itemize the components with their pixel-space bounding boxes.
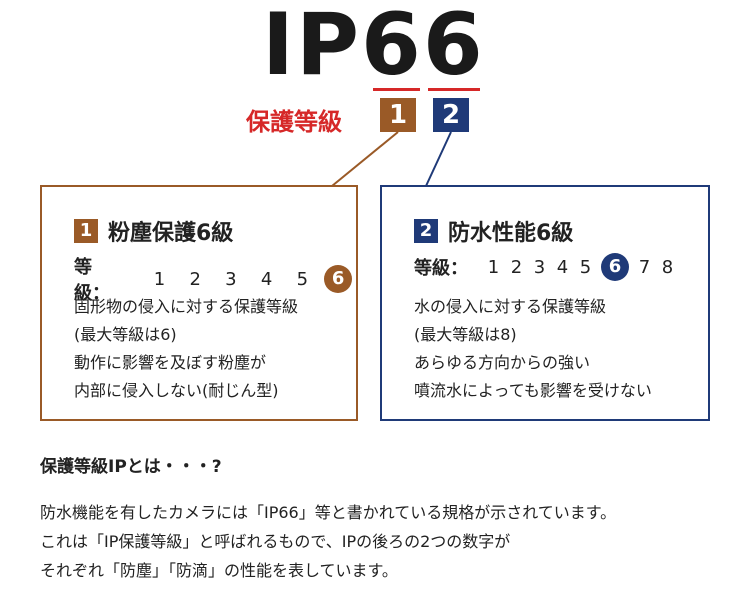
water-description-line: あらゆる方向からの強い bbox=[414, 353, 591, 372]
water-grade-5: 5 bbox=[579, 256, 592, 278]
water-grade-6: 6 bbox=[601, 253, 629, 281]
water-grade-2: 2 bbox=[510, 256, 523, 278]
digit-1-badge: 1 bbox=[380, 98, 416, 132]
explanation-line: これは「IP保護等級」と呼ばれるもので、IPの後ろの2つの数字が bbox=[40, 532, 511, 551]
water-description-line: 水の侵入に対する保護等級 bbox=[414, 297, 607, 316]
dust-description-line: 固形物の侵入に対する保護等級 bbox=[74, 297, 299, 316]
explanation-line: それぞれ「防塵」「防滴」の性能を表しています。 bbox=[40, 561, 398, 580]
water-grade-1: 1 bbox=[487, 256, 500, 278]
dust-description-line: (最大等級は6) bbox=[74, 325, 177, 344]
water-title: 防水性能6級 bbox=[448, 221, 574, 246]
water-description: 水の侵入に対する保護等級 (最大等級は8) あらゆる方向からの強い噴流水によっても影… bbox=[414, 293, 652, 405]
first-digit-underline bbox=[373, 88, 420, 91]
water-box-header: 2 防水性能6級 bbox=[414, 215, 573, 247]
dust-grade-4: 4 bbox=[260, 268, 273, 290]
water-grade-label: 等級： bbox=[414, 258, 468, 279]
dust-grade-label: 等級： bbox=[74, 257, 110, 304]
dust-grade-3: 3 bbox=[225, 268, 237, 290]
dust-connector-line bbox=[331, 131, 399, 187]
dust-title: 粉塵保護6級 bbox=[108, 221, 234, 246]
second-digit-underline bbox=[428, 88, 480, 91]
dust-box-header: 1 粉塵保護6級 bbox=[74, 215, 233, 247]
water-grade-3: 3 bbox=[533, 256, 546, 278]
water-connector-line bbox=[425, 131, 452, 187]
water-number-badge: 2 bbox=[414, 219, 438, 243]
dust-description-line: 内部に侵入しない(耐じん型) bbox=[74, 381, 279, 400]
water-description-line: (最大等級は8) bbox=[414, 325, 517, 344]
explanation-line: 防水機能を有したカメラには「IP66」等と書かれている規格が示されています。 bbox=[40, 503, 617, 522]
digit-2-badge: 2 bbox=[433, 98, 469, 132]
connector-lines bbox=[331, 131, 452, 187]
ip-code-title: IP66 bbox=[262, 0, 485, 95]
dust-description-line: 動作に影響を及ぼす粉塵が bbox=[74, 353, 267, 372]
ip-explanation-heading: 保護等級IPとは・・・? bbox=[40, 457, 222, 477]
dust-grade-2: 2 bbox=[189, 268, 201, 290]
water-description-line: 噴流水によっても影響を受けない bbox=[414, 381, 652, 400]
water-grade-4: 4 bbox=[556, 256, 569, 278]
protection-rank-label: 保護等級 bbox=[246, 108, 342, 136]
water-grade-7: 7 bbox=[638, 256, 651, 278]
water-grade-8: 8 bbox=[661, 256, 674, 278]
dust-number-badge: 1 bbox=[74, 219, 98, 243]
ip-explanation-text: 防水機能を有したカメラには「IP66」等と書かれている規格が示されています。これ… bbox=[40, 498, 616, 585]
dust-grade-5: 5 bbox=[296, 268, 309, 290]
dust-grade-1: 1 bbox=[153, 268, 166, 290]
dust-grade-6: 6 bbox=[324, 265, 352, 293]
dust-description: 固形物の侵入に対する保護等級 (最大等級は6) 動作に影響を及ぼす粉塵が内部に侵入し… bbox=[74, 293, 298, 405]
